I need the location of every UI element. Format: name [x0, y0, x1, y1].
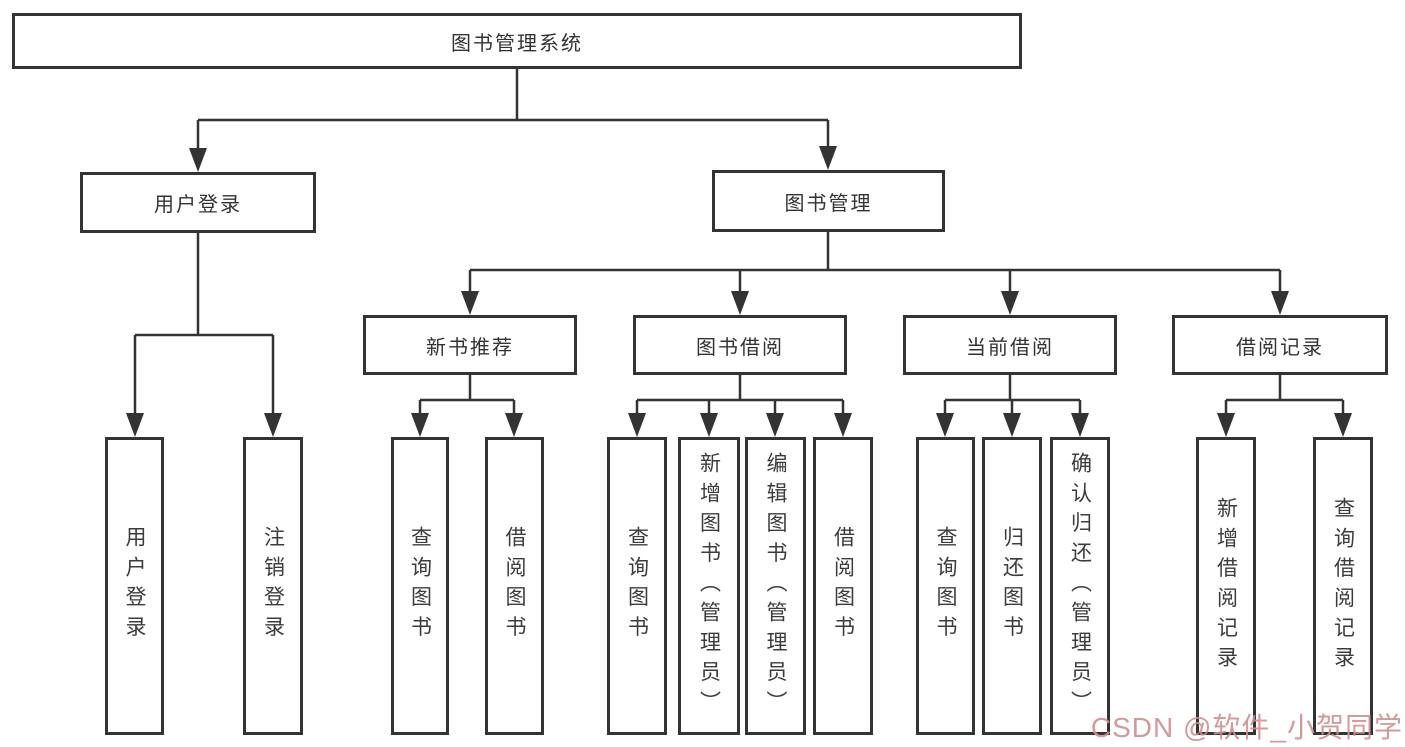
arrow-down-icon [1271, 291, 1289, 315]
connector-path [133, 69, 1345, 413]
arrow-down-icon [411, 413, 429, 437]
node-label: 新增图书（管理员） [697, 451, 721, 721]
node-leaf-borrow-books-1: 借阅图书 [485, 437, 544, 735]
arrow-down-icon [834, 413, 852, 437]
node-leaf-query-borrow-record: 查询借阅记录 [1313, 437, 1373, 735]
arrow-down-icon [189, 148, 207, 172]
node-label: 借阅记录 [1236, 336, 1324, 359]
node-label: 图书管理 [784, 192, 873, 215]
arrow-down-icon [264, 413, 282, 437]
arrow-down-icon [1071, 413, 1089, 437]
node-label: 用户登录 [154, 194, 242, 216]
node-leaf-return-books: 归还图书 [982, 437, 1042, 735]
node-leaf-query-books-1: 查询图书 [391, 437, 449, 735]
node-label: 注销登录 [261, 526, 285, 646]
arrow-down-icon [1003, 413, 1021, 437]
node-borrowing-records: 借阅记录 [1172, 315, 1388, 375]
arrow-down-icon [731, 291, 749, 315]
node-book-management-branch: 图书管理 [712, 170, 945, 232]
node-label: 借阅图书 [831, 526, 855, 646]
node-leaf-borrow-books-2: 借阅图书 [813, 437, 873, 735]
node-current-borrowing: 当前借阅 [903, 315, 1117, 375]
arrowheads [126, 146, 1352, 437]
arrow-down-icon [1217, 413, 1235, 437]
node-label: 借阅图书 [503, 526, 526, 646]
node-leaf-edit-books-admin: 编辑图书（管理员） [745, 437, 806, 735]
arrow-down-icon [1334, 413, 1352, 437]
node-book-borrowing: 图书借阅 [633, 315, 847, 375]
node-label: 新书推荐 [426, 336, 514, 359]
node-leaf-user-login: 用户登录 [105, 437, 164, 735]
arrow-down-icon [126, 413, 144, 437]
node-label: 确认归还（管理员） [1068, 451, 1092, 721]
node-leaf-logout: 注销登录 [243, 437, 303, 735]
node-label: 查询借阅记录 [1331, 496, 1355, 676]
node-label: 编辑图书（管理员） [764, 451, 787, 721]
node-user-login-branch: 用户登录 [80, 172, 316, 233]
node-label: 图书管理系统 [451, 32, 583, 55]
arrow-down-icon [936, 413, 954, 437]
node-label: 当前借阅 [966, 336, 1054, 359]
arrow-down-icon [700, 413, 718, 437]
node-label: 用户登录 [123, 526, 146, 646]
arrow-down-icon [628, 413, 646, 437]
node-leaf-add-borrow-record: 新增借阅记录 [1196, 437, 1256, 735]
arrow-down-icon [505, 413, 523, 437]
csdn-watermark: CSDN @软件_小贺同学 [1090, 712, 1403, 743]
arrow-down-icon [766, 413, 784, 437]
node-leaf-add-books-admin: 新增图书（管理员） [678, 437, 740, 735]
node-leaf-query-books-3: 查询图书 [916, 437, 975, 735]
node-leaf-query-books-2: 查询图书 [607, 437, 667, 735]
node-label: 查询图书 [934, 526, 957, 646]
node-new-book-recommend: 新书推荐 [363, 315, 577, 375]
node-label: 归还图书 [1000, 526, 1024, 646]
node-leaf-confirm-return-admin: 确认归还（管理员） [1050, 437, 1110, 735]
arrow-down-icon [461, 291, 479, 315]
node-label: 查询图书 [625, 526, 649, 646]
node-label: 图书借阅 [696, 336, 784, 359]
node-label: 查询图书 [408, 526, 432, 646]
arrow-down-icon [1001, 291, 1019, 315]
node-root-library-system: 图书管理系统 [12, 13, 1022, 69]
arrow-down-icon [819, 146, 837, 170]
node-label: 新增借阅记录 [1214, 496, 1238, 676]
